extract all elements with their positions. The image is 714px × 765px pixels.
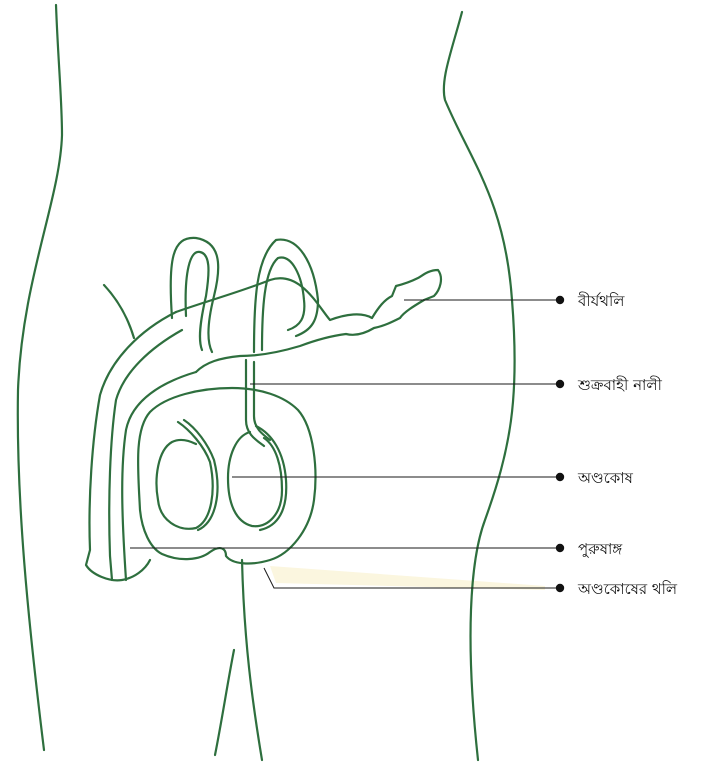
- scrotum-shadow: [270, 566, 545, 590]
- label-scrotum: অণ্ডকোষের থলি: [577, 580, 678, 598]
- label-dot: [556, 473, 564, 481]
- label-penis: পুরুষাঙ্গ: [578, 540, 623, 558]
- label-testis: অণ্ডকোষ: [577, 469, 634, 487]
- scrotum-sac: [138, 388, 315, 563]
- labels: বীর্যথলি শুক্রবাহী নালী অণ্ডকোষ পুরুষাঙ্…: [577, 292, 678, 598]
- body-outline: [18, 5, 515, 760]
- label-dot: [556, 544, 564, 552]
- label-dot: [556, 584, 564, 592]
- vas-deferens-loops: [171, 238, 318, 352]
- hip-line: [104, 285, 134, 338]
- label-dot: [556, 380, 564, 388]
- leader-dots: [556, 296, 564, 592]
- label-seminal-vesicle: বীর্যথলি: [577, 292, 625, 310]
- label-vas-deferens: শুক্রবাহী নালী: [577, 376, 663, 394]
- label-dot: [556, 296, 564, 304]
- penis-tube: [86, 312, 196, 580]
